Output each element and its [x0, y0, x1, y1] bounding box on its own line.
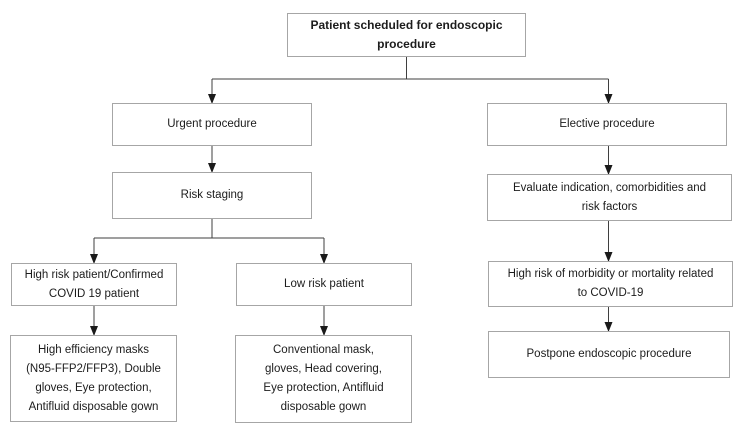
node-high-risk-patient: High risk patient/Confirmed COVID 19 pat… — [11, 263, 177, 306]
node-line: procedure — [377, 37, 436, 51]
node-line: Patient scheduled for endoscopic — [310, 18, 503, 32]
node-line: Postpone endoscopic procedure — [526, 348, 692, 360]
node-low-risk-patient: Low risk patient — [236, 263, 412, 306]
node-line: gloves, Head covering, — [265, 363, 382, 375]
connector-root-split — [212, 57, 609, 80]
node-line: Low risk patient — [284, 278, 364, 290]
node-line: to COVID-19 — [577, 287, 644, 299]
node-line: High efficiency masks — [38, 343, 149, 356]
node-evaluate-indication: Evaluate indication, comorbidities and r… — [487, 174, 732, 221]
node-line: (N95-FFP2/FFP3), Double — [26, 362, 161, 375]
node-line: disposable gown — [280, 401, 367, 413]
node-line: Urgent procedure — [167, 118, 257, 130]
node-line: Conventional mask, — [273, 344, 374, 356]
node-low-risk-ppe: Conventional mask, gloves, Head covering… — [235, 335, 412, 423]
node-line: Eye protection, Antifluid — [263, 382, 384, 394]
node-line: COVID 19 patient — [48, 287, 140, 300]
node-high-risk-ppe: High efficiency masks (N95-FFP2/FFP3), D… — [10, 335, 177, 422]
node-patient-scheduled: Patient scheduled for endoscopic procedu… — [287, 13, 526, 57]
node-line: gloves, Eye protection, — [35, 381, 152, 394]
node-line: Evaluate indication, comorbidities and — [512, 181, 707, 194]
node-risk-staging: Risk staging — [112, 172, 312, 219]
node-postpone-procedure: Postpone endoscopic procedure — [488, 331, 730, 378]
node-line: Elective procedure — [559, 118, 655, 130]
node-urgent-procedure: Urgent procedure — [112, 103, 312, 146]
node-line: Antifluid disposable gown — [28, 400, 159, 413]
connector-risk-split — [94, 219, 324, 239]
node-elective-procedure: Elective procedure — [487, 103, 727, 146]
node-line: Risk staging — [180, 189, 244, 201]
node-line: risk factors — [581, 200, 638, 213]
node-high-risk-morbidity: High risk of morbidity or mortality rela… — [488, 261, 733, 307]
node-line: High risk patient/Confirmed — [24, 268, 164, 281]
node-line: High risk of morbidity or mortality rela… — [507, 268, 714, 280]
